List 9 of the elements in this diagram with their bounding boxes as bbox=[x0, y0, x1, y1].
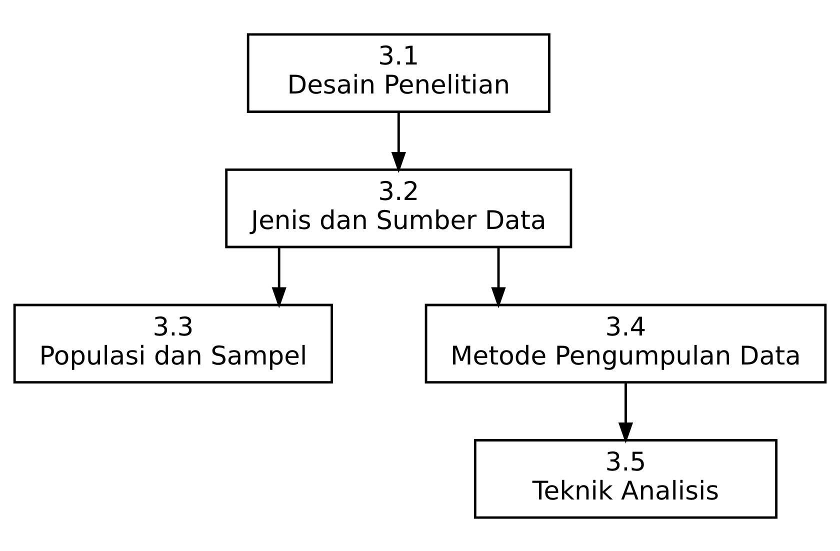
arrow bbox=[618, 382, 634, 444]
arrow bbox=[491, 247, 506, 308]
node-box: 3.2 Jenis dan Sumber Data bbox=[225, 168, 572, 248]
arrow bbox=[391, 112, 406, 172]
node-box: 3.1 Desain Penelitian bbox=[246, 32, 550, 112]
node-box: 3.4 Metode Pengumpulan Data bbox=[424, 303, 827, 383]
arrow bbox=[272, 247, 286, 308]
node-box: 3.3 Populasi dan Sampel bbox=[13, 303, 334, 383]
node-box: 3.5 Teknik Analisis bbox=[474, 438, 778, 518]
